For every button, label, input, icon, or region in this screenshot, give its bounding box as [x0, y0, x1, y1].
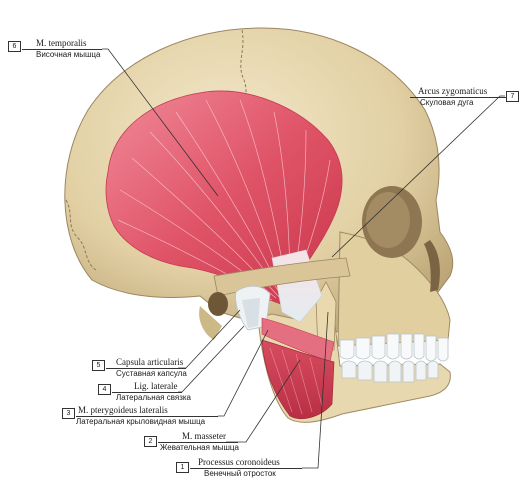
leader-7 — [331, 95, 505, 258]
upper-teeth — [339, 333, 449, 362]
callout-rule — [190, 468, 302, 469]
callout-russian: Латеральная связка — [116, 393, 191, 402]
callout-latin: Capsula articularis — [116, 357, 184, 367]
callout-rule — [410, 97, 506, 98]
callout-number: 5 — [92, 360, 105, 371]
lambdoid-suture — [65, 199, 97, 271]
callout-number: 7 — [506, 91, 519, 102]
leader-3 — [218, 329, 269, 417]
callout-russian: Суставная капсула — [116, 369, 187, 378]
maxilla — [337, 231, 451, 347]
nasal-aperture — [424, 240, 440, 292]
lateral-ligament — [242, 298, 260, 328]
callout-russian: Жевательная мышца — [160, 443, 239, 452]
callout-rule — [106, 368, 186, 369]
callout-latin: M. masseter — [182, 431, 226, 441]
callout-number: 4 — [98, 384, 111, 395]
callout-3: 3 M. pterygoideus lateralis Латеральная … — [62, 405, 232, 429]
callout-6: 6 M. temporalis Височная мышца — [8, 38, 123, 62]
ear-canal — [208, 292, 228, 316]
callout-latin: Processus coronoideus — [198, 457, 280, 467]
masseter-muscle — [261, 339, 335, 419]
callout-russian: Латеральная крыловидная мышца — [76, 417, 206, 426]
orbit-inner — [366, 192, 410, 248]
leader-1 — [302, 311, 329, 469]
callout-2: 2 M. masseter Жевательная мышца — [144, 431, 244, 455]
callout-russian: Скуловая дуга — [420, 98, 474, 107]
callout-latin: M. temporalis — [36, 38, 87, 48]
callout-latin: M. pterygoideus lateralis — [78, 405, 168, 415]
leader-6 — [102, 48, 219, 197]
callout-1: 1 Processus coronoideus Венечный отросто… — [176, 457, 306, 481]
temporalis-muscle — [105, 90, 343, 307]
callout-russian: Венечный отросток — [204, 469, 276, 478]
callout-rule — [112, 392, 182, 393]
callout-number: 3 — [62, 408, 75, 419]
callout-number: 1 — [176, 462, 189, 473]
callout-7: Arcus zygomaticus Скуловая дуга 7 — [410, 86, 525, 110]
masseter-fibers — [269, 347, 323, 415]
callout-latin: Arcus zygomaticus — [418, 86, 488, 96]
callout-4: 4 Lig. laterale Латеральная связка — [98, 381, 218, 405]
callout-rule — [22, 49, 102, 50]
callout-number: 6 — [8, 41, 21, 52]
callout-latin: Lig. laterale — [134, 381, 178, 391]
lower-teeth — [341, 360, 439, 383]
callout-rule — [76, 416, 218, 417]
callout-russian: Височная мышца — [36, 50, 101, 59]
callout-rule — [158, 442, 238, 443]
mastoid-process — [199, 306, 222, 340]
callout-5: 5 Capsula articularis Суставная капсула — [92, 357, 212, 381]
callout-number: 2 — [144, 436, 157, 447]
